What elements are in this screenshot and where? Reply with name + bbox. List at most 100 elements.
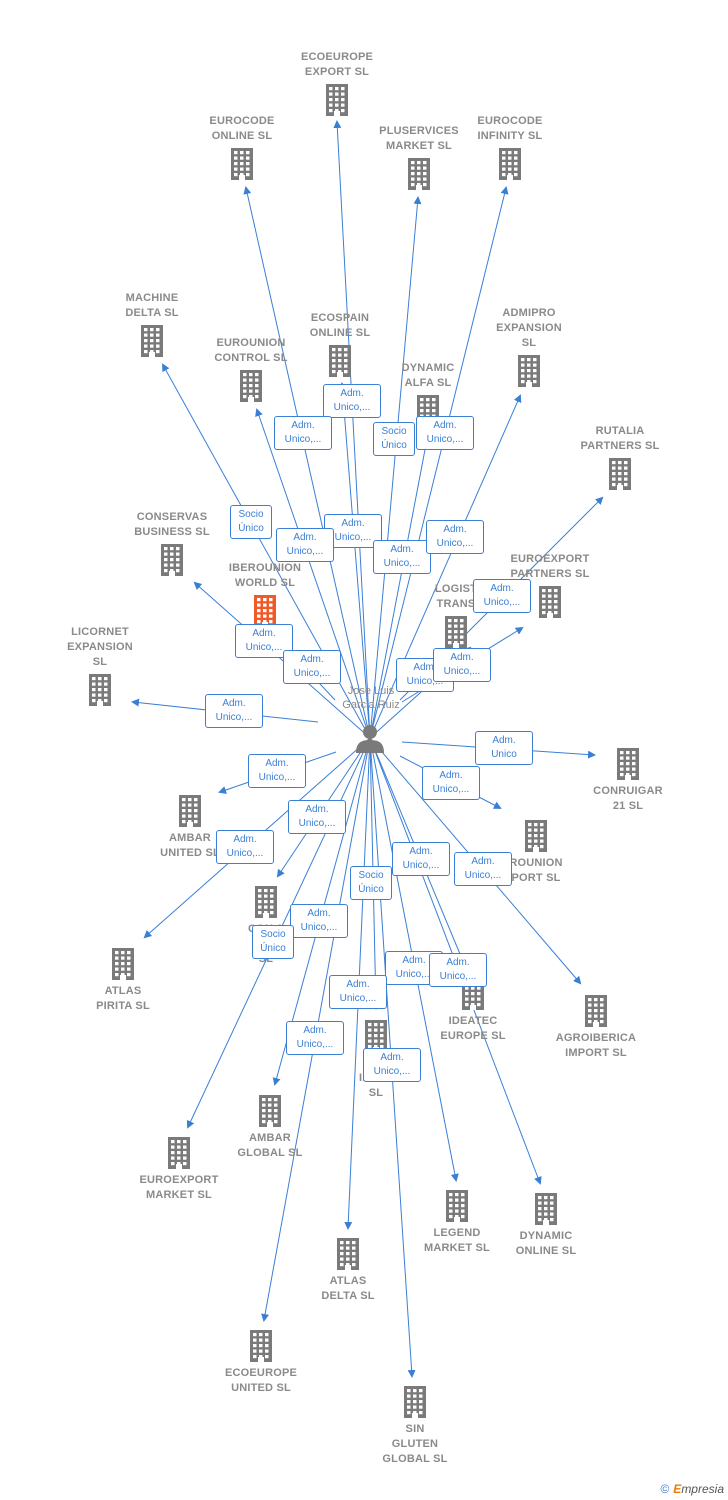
company-node-iberounion-world[interactable]: IBEROUNION WORLD SL — [210, 561, 320, 627]
company-node-conservas-business[interactable]: CONSERVAS BUSINESS SL — [117, 510, 227, 576]
company-name: EUROCODE ONLINE SL — [209, 115, 275, 142]
building-icon — [364, 158, 474, 190]
edge-eurocode-online — [243, 186, 371, 739]
company-name: ECOSPAIN ONLINE SL — [309, 312, 371, 339]
building-icon — [455, 148, 565, 180]
building-icon — [360, 1386, 470, 1418]
company-node-rutalia-partners[interactable]: RUTALIA PARTNERS SL — [565, 424, 675, 490]
edge-eurocode-infinity — [369, 186, 509, 739]
center-person-label[interactable]: Jose Luis Garcia Ruiz — [342, 685, 400, 711]
company-node-logist-trans[interactable]: LOGIST TRANS — [401, 582, 511, 648]
company-node-dynamic-online[interactable]: DYNAMIC ONLINE SL — [491, 1193, 601, 1259]
company-node-eurounion-control[interactable]: EUROUNION CONTROL SL — [196, 336, 306, 402]
company-node-atlas-delta[interactable]: ATLAS DELTA SL — [293, 1238, 403, 1304]
relation-badge[interactable]: Adm. Unico,... — [426, 520, 484, 554]
building-icon — [565, 458, 675, 490]
building-icon — [491, 1193, 601, 1225]
company-name: LEGEND MARKET SL — [424, 1227, 490, 1254]
relation-badge[interactable]: Adm. Unico,... — [274, 416, 332, 450]
edge-admipro-expansion — [369, 394, 522, 739]
company-node-machine-delta[interactable]: MACHINE DELTA SL — [97, 291, 207, 357]
footer-brand: ©Empresia — [660, 1482, 724, 1496]
relation-badge[interactable]: Adm. Unico,... — [329, 975, 387, 1009]
company-node-euroexport-market[interactable]: EUROEXPORT MARKET SL — [124, 1137, 234, 1203]
company-node-admipro-expansion[interactable]: ADMIPRO EXPANSION SL — [474, 306, 584, 387]
relation-badge[interactable]: Adm. Unico,... — [216, 830, 274, 864]
relation-badge[interactable]: Adm. Unico,... — [454, 852, 512, 886]
company-node-pluservices-market[interactable]: PLUSERVICES MARKET SL — [364, 124, 474, 190]
company-name: AMBAR GLOBAL SL — [237, 1132, 303, 1159]
relation-badge[interactable]: Adm. Unico,... — [363, 1048, 421, 1082]
building-icon — [68, 948, 178, 980]
person-icon[interactable] — [354, 722, 386, 754]
building-icon — [211, 886, 321, 918]
relation-badge[interactable]: Adm. Unico,... — [205, 694, 263, 728]
relation-badge[interactable]: Socio Único — [350, 866, 392, 900]
relation-badge[interactable]: Socio Único — [230, 505, 272, 539]
building-icon — [573, 748, 683, 780]
company-name: ROUNION PORT SL — [509, 857, 563, 884]
building-icon — [285, 345, 395, 377]
company-name: DYNAMIC ONLINE SL — [515, 1230, 577, 1257]
company-node-ecoeurope-export[interactable]: ECOEUROPE EXPORT SL — [282, 50, 392, 116]
company-node-atlas-pirita[interactable]: ATLAS PIRITA SL — [68, 948, 178, 1014]
company-name: CONSERVAS BUSINESS SL — [134, 511, 210, 538]
company-node-eurocode-infinity[interactable]: EUROCODE INFINITY SL — [455, 114, 565, 180]
company-name: ATLAS DELTA SL — [321, 1275, 375, 1302]
building-icon — [541, 995, 651, 1027]
company-node-ideatec-europe[interactable]: IDEATEC EUROPE SL — [418, 978, 528, 1044]
relation-badge[interactable]: Socio Único — [252, 925, 294, 959]
edge-pluservices-market — [369, 196, 422, 739]
edge-eurounion-control — [255, 408, 371, 739]
company-node-eurounion-port[interactable]: ROUNION PORT SL — [481, 820, 591, 886]
relation-badge[interactable]: Adm. Unico,... — [473, 579, 531, 613]
building-icon — [293, 1238, 403, 1270]
relation-badge[interactable]: Adm. Unico,... — [276, 528, 334, 562]
relation-badge[interactable]: Adm. Unico,... — [416, 416, 474, 450]
relation-badge[interactable]: Adm. Unico,... — [433, 648, 491, 682]
company-node-ecoeurope-united[interactable]: ECOEUROPE UNITED SL — [206, 1330, 316, 1396]
relation-badge[interactable]: Adm. Unico,... — [288, 800, 346, 834]
relation-badge[interactable]: Adm. Unico,... — [373, 540, 431, 574]
relation-badge[interactable]: Adm. Unico,... — [392, 842, 450, 876]
company-name: IBEROUNION WORLD SL — [228, 562, 302, 589]
relation-badge[interactable]: Adm. Unico — [475, 731, 533, 765]
company-name: LICORNET EXPANSION SL — [67, 626, 133, 668]
company-node-ecospain-online[interactable]: ECOSPAIN ONLINE SL — [285, 311, 395, 377]
edge-ecospain-online — [338, 382, 371, 739]
relation-badge[interactable]: Adm. Unico,... — [290, 904, 348, 938]
company-node-ambar-global[interactable]: AMBAR GLOBAL SL — [215, 1095, 325, 1161]
building-icon — [97, 325, 207, 357]
relation-badge[interactable]: Adm. Unico,... — [283, 650, 341, 684]
relation-badge[interactable]: Adm. Unico,... — [323, 384, 381, 418]
building-icon — [117, 544, 227, 576]
company-name: RUTALIA PARTNERS SL — [580, 425, 660, 452]
relation-badge[interactable]: Adm. Unico,... — [248, 754, 306, 788]
relation-badge[interactable]: Socio Único — [373, 422, 415, 456]
building-icon — [402, 1190, 512, 1222]
company-node-agroiberica-import[interactable]: AGROIBERICA IMPORT SL — [541, 995, 651, 1061]
company-node-licornet-expansion[interactable]: LICORNET EXPANSION SL — [45, 625, 155, 706]
company-node-euroexport-partners[interactable]: EUROEXPORT PARTNERS SL — [495, 552, 605, 618]
company-name: MACHINE DELTA SL — [125, 292, 179, 319]
company-name: LOGIST TRANS — [434, 583, 478, 610]
relation-badge[interactable]: Adm. Unico,... — [235, 624, 293, 658]
edge-conservas-business — [193, 581, 371, 739]
company-node-sin-gluten-global[interactable]: SIN GLUTEN GLOBAL SL — [360, 1386, 470, 1467]
building-icon — [495, 586, 605, 618]
brand-logo: Empresia — [673, 1482, 724, 1496]
company-node-legend-market[interactable]: LEGEND MARKET SL — [402, 1190, 512, 1256]
building-icon — [474, 355, 584, 387]
company-name: SIN GLUTEN GLOBAL SL — [382, 1423, 448, 1465]
company-name: DYNAMIC ALFA SL — [401, 362, 455, 389]
relation-badge[interactable]: Adm. Unico,... — [422, 766, 480, 800]
company-node-eurocode-online[interactable]: EUROCODE ONLINE SL — [187, 114, 297, 180]
relation-badge[interactable]: Adm. Unico,... — [286, 1021, 344, 1055]
company-name: ECOEUROPE EXPORT SL — [300, 51, 374, 78]
company-node-conruigar-21[interactable]: CONRUIGAR 21 SL — [573, 748, 683, 814]
company-name: EUROCODE INFINITY SL — [477, 115, 543, 142]
relation-badge[interactable]: Adm. Unico,... — [429, 953, 487, 987]
company-name: EUROEXPORT MARKET SL — [139, 1174, 219, 1201]
building-icon — [206, 1330, 316, 1362]
building-icon — [282, 84, 392, 116]
